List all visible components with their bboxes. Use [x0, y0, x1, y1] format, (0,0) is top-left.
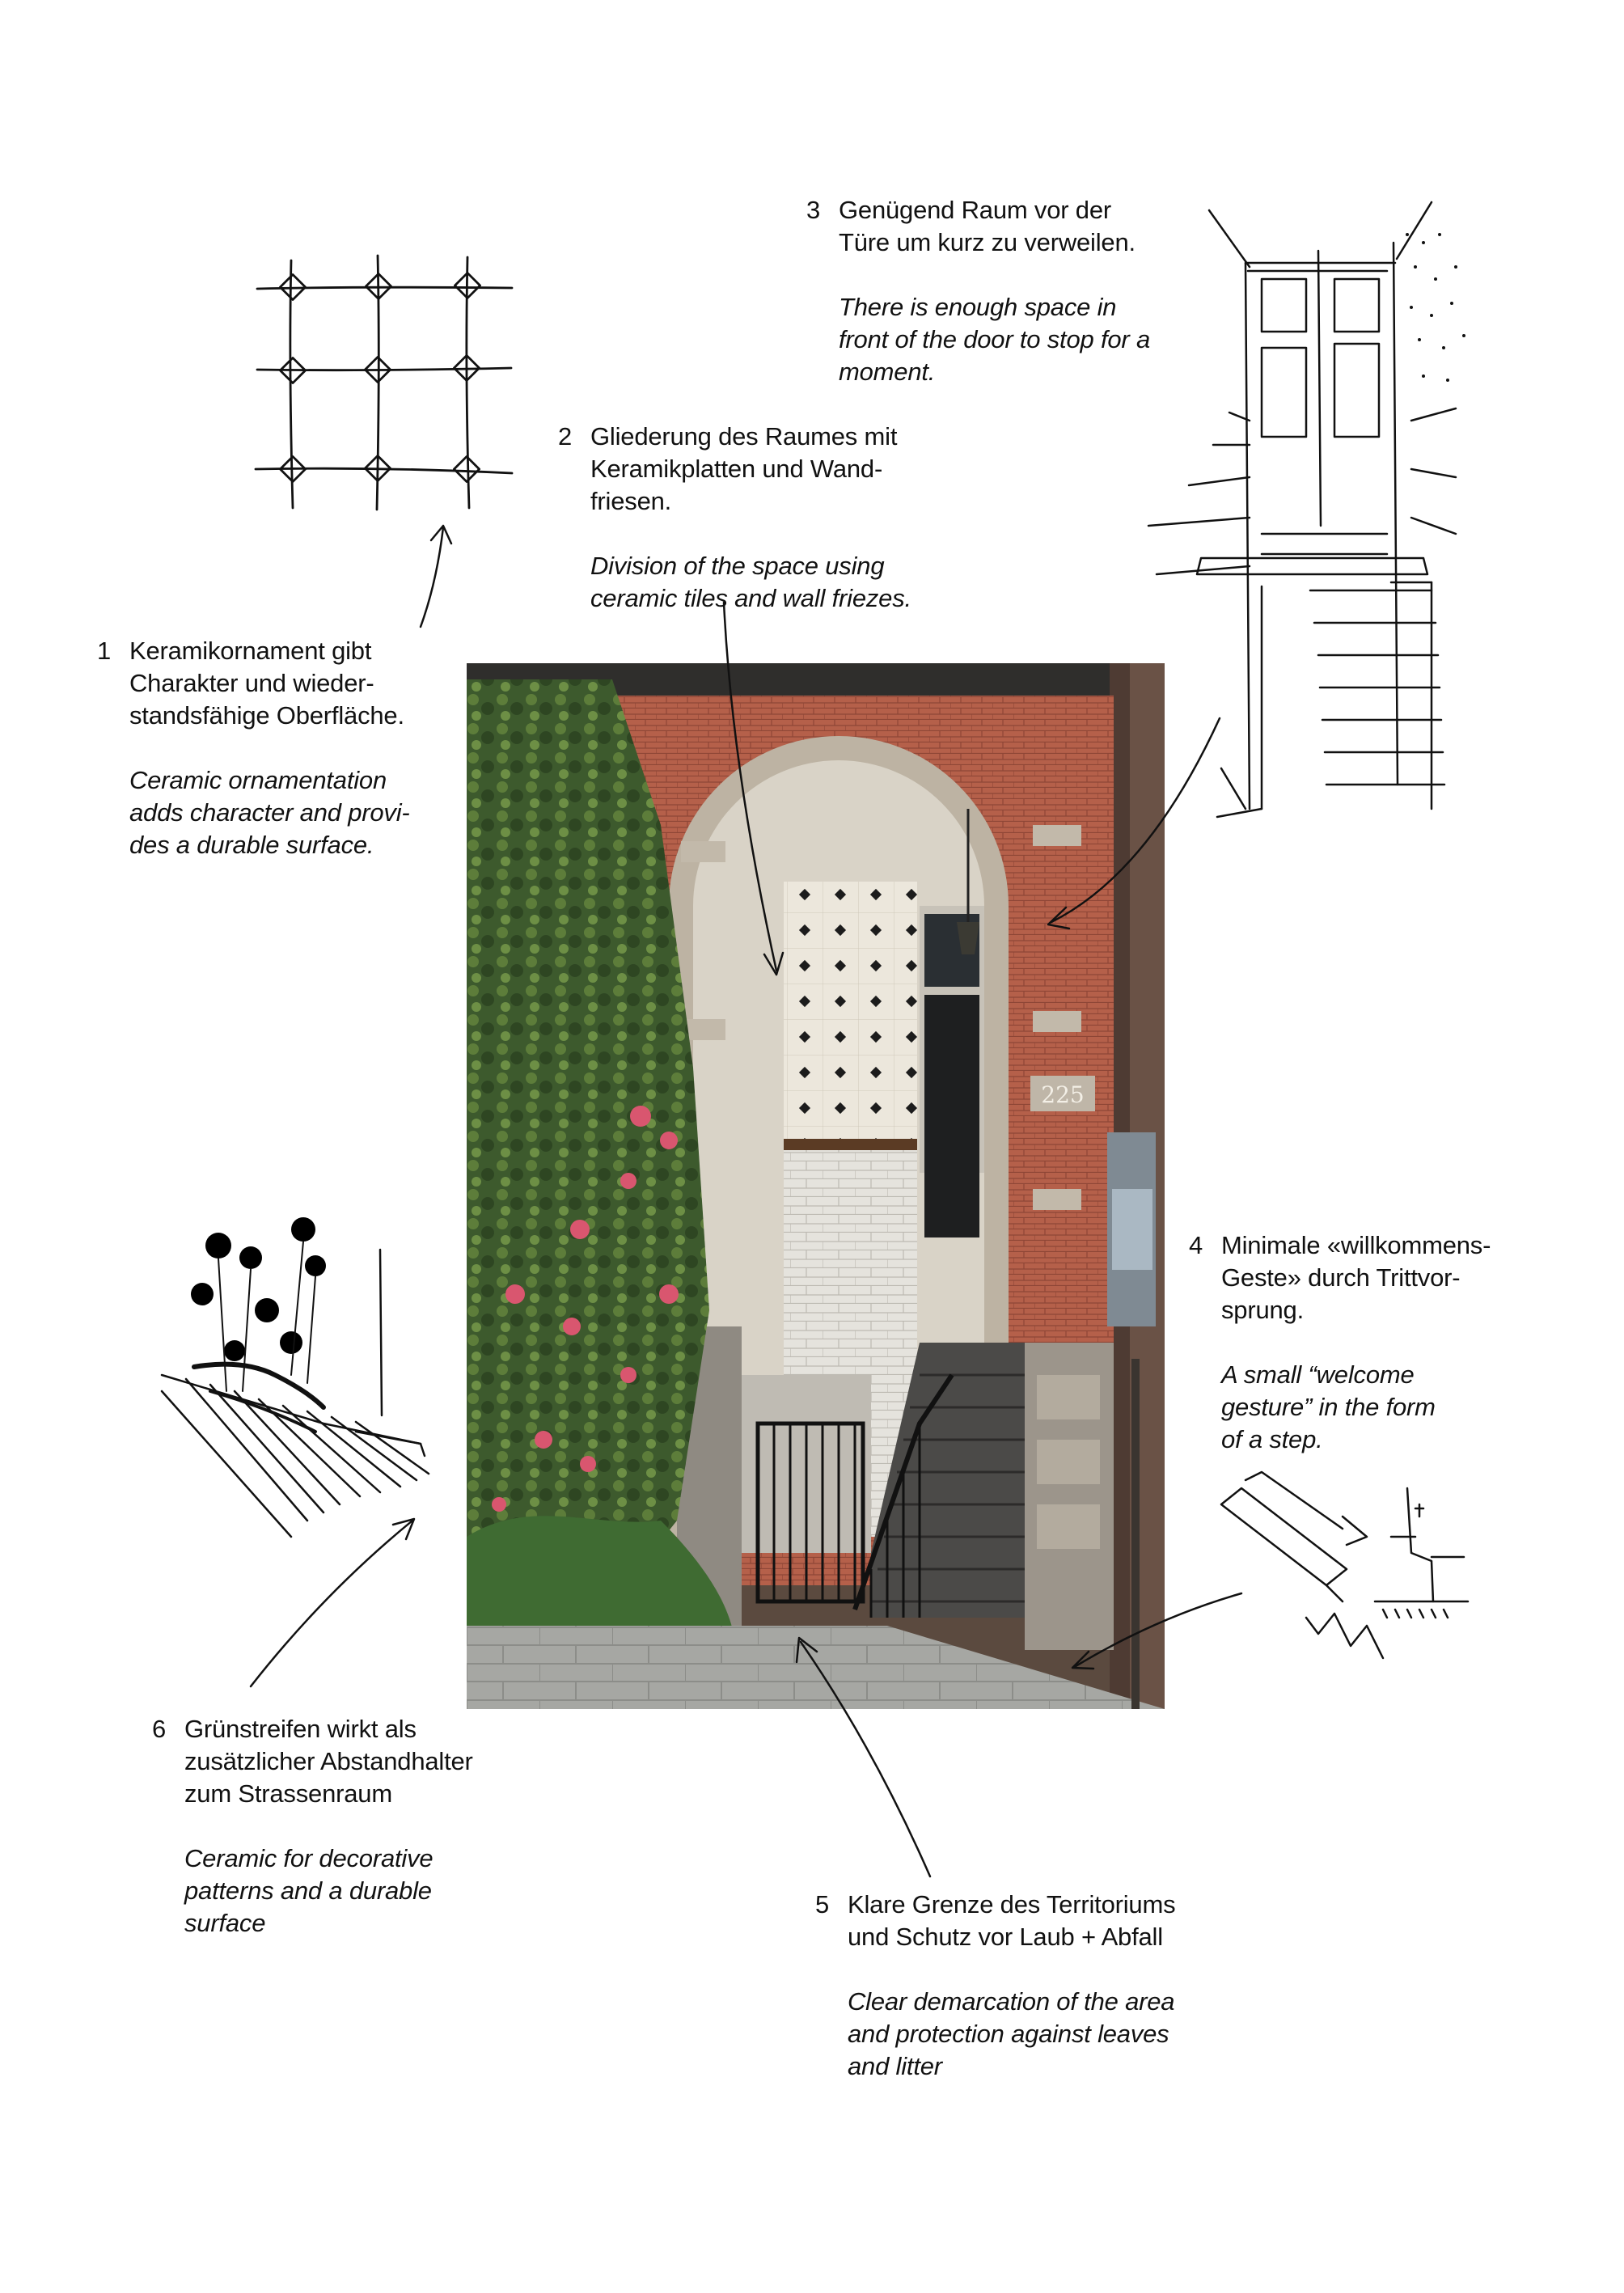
annotation-english: Ceramic for decorative patterns and a du… [184, 1844, 433, 1937]
annotation-english: A small “welcome gesture” in the form of… [1221, 1360, 1436, 1453]
annotation-4: 4 Minimale «willkommens- Geste» durch Tr… [1189, 1229, 1577, 1456]
arrow-5 [795, 1636, 932, 1878]
rose-garden-sketch-icon [160, 1217, 430, 1538]
annotation-german: Klare Grenze des Territoriums und Schutz… [848, 1890, 1176, 1951]
annotation-german: Genügend Raum vor der Türe um kurz zu ve… [839, 196, 1136, 256]
annotation-german: Gliederung des Raumes mit Keramikplatten… [590, 422, 898, 515]
tile-grid-sketch-icon [254, 254, 514, 511]
step-detail-sketch-icon [1220, 1470, 1470, 1660]
annotation-1: 1 Keramikornament gibt Charakter und wie… [97, 635, 501, 861]
arrow-4 [1071, 1592, 1243, 1670]
annotation-number: 5 [815, 1890, 830, 1919]
annotation-3: 3 Genügend Raum vor der Türe um kurz zu … [806, 194, 1211, 388]
annotation-6: 6 Grünstreifen wirkt als zusätzlicher Ab… [152, 1713, 556, 1940]
annotation-number: 1 [97, 637, 112, 665]
house-number: 225 [1041, 1081, 1084, 1108]
annotation-number: 2 [558, 422, 573, 451]
annotation-english: There is enough space in front of the do… [839, 293, 1150, 386]
arrow-2 [722, 601, 785, 976]
doorway-sketch-icon [1147, 201, 1465, 819]
annotation-german: Minimale «willkommens- Geste» durch Trit… [1221, 1231, 1491, 1324]
annotation-german: Grünstreifen wirkt als zusätzlicher Abst… [184, 1715, 473, 1808]
arrow-1 [419, 524, 453, 628]
annotation-english: Clear demarcation of the area and protec… [848, 1987, 1175, 2080]
annotation-number: 6 [152, 1715, 167, 1743]
arrow-3 [1047, 717, 1221, 930]
annotation-number: 3 [806, 196, 821, 224]
annotation-english: Division of the space using ceramic tile… [590, 552, 911, 612]
annotation-5: 5 Klare Grenze des Territoriums und Schu… [815, 1889, 1268, 2083]
annotation-2: 2 Gliederung des Raumes mit Keramikplatt… [558, 421, 1027, 615]
annotation-number: 4 [1189, 1231, 1203, 1259]
annotation-english: Ceramic ornamentation adds character and… [129, 766, 410, 859]
arrow-6 [249, 1517, 416, 1688]
annotation-german: Keramikornament gibt Charakter und wiede… [129, 637, 404, 730]
